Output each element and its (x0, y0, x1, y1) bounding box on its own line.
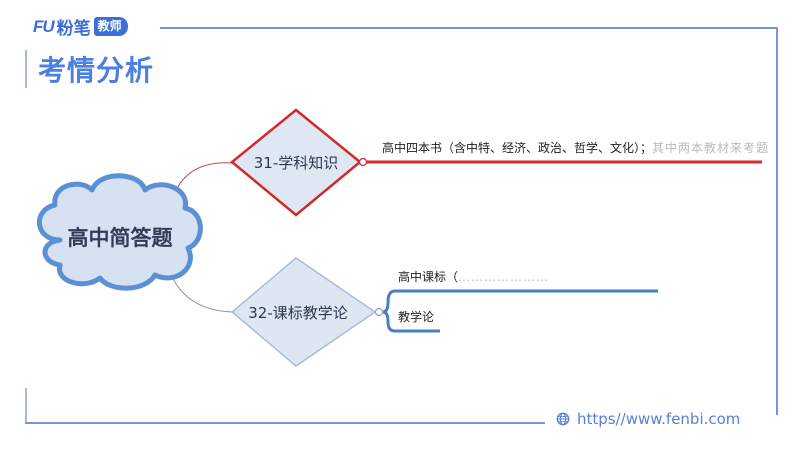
title-accent-bar (25, 50, 27, 88)
globe-icon (556, 412, 570, 426)
connector-branch-2 (169, 271, 233, 313)
branch-2-child-1-faded-text: ………………… (458, 270, 550, 284)
branch-2-child-1: 高中课标（………………… (398, 268, 549, 285)
diamond-branch-1 (230, 108, 362, 217)
collapse-toggle-1 (358, 157, 368, 167)
branch-1-child-1-text: 高中四本书（含中特、经济、政治、哲学、文化）； (382, 141, 653, 155)
branch-1-child-1: 高中四本书（含中特、经济、政治、哲学、文化）；其中两本教材来考题 (382, 139, 769, 156)
frame-left-bottom-accent (25, 388, 27, 424)
diamond-branch-2 (230, 257, 377, 367)
logo-name: 粉笔 (56, 19, 91, 39)
footer-website[interactable]: https//www.fenbi.com (556, 410, 740, 428)
header-divider (160, 27, 778, 29)
frame-bottom-border (25, 422, 545, 424)
branch-2-child-2: 教学论 (398, 310, 435, 324)
root-node-label: 高中简答题 (67, 226, 173, 250)
branch-1-label: 31-学科知识 (253, 154, 339, 172)
branch-2-child-2-underline (382, 310, 440, 333)
footer-url-text[interactable]: https//www.fenbi.com (577, 410, 741, 428)
branch-2-label: 32-课标教学论 (248, 304, 348, 322)
branch-2-child-1-underline (382, 289, 658, 314)
frame-right-border (776, 27, 778, 415)
branch-2-child-1-text: 高中课标（ (398, 270, 459, 284)
fenbi-logo: FU 粉笔 教师 (33, 14, 128, 39)
page-title: 考情分析 (38, 54, 155, 87)
logo-badge: 教师 (93, 17, 128, 36)
collapse-toggle-2 (374, 307, 384, 317)
cloud-shape (36, 173, 203, 291)
branch-1-child-1-faded-text: 其中两本教材来考题 (652, 141, 770, 155)
logo-mark: FU (33, 16, 55, 36)
